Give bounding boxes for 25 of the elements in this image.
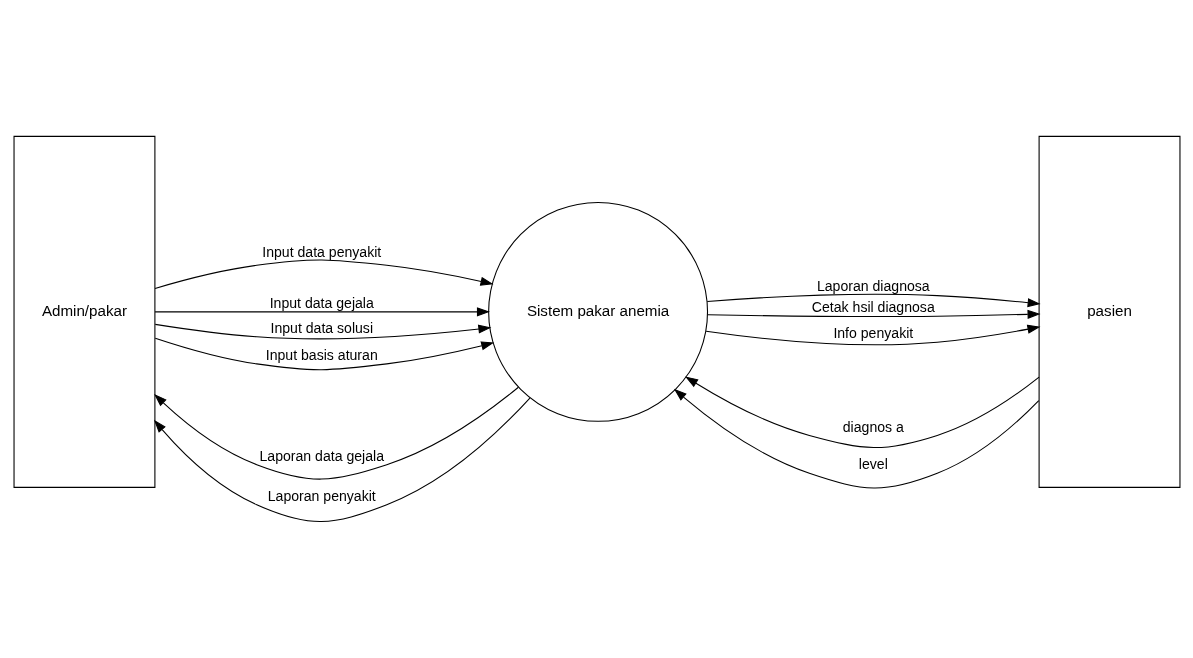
arrow (154, 307, 490, 317)
arrow (154, 259, 493, 289)
node-box: pasien (1038, 135, 1180, 488)
edge-label: Laporan data gejala (259, 447, 384, 464)
edge-label: diagnos a (842, 418, 904, 435)
edge-label: Info penyakit (832, 325, 913, 342)
node-box: Admin/pakar (13, 135, 155, 488)
arrow (153, 397, 530, 523)
edge-label: Input data solusi (270, 319, 373, 336)
edge-label: Laporan penyakit (267, 487, 376, 504)
arrow (706, 309, 1041, 319)
arrow (154, 337, 494, 371)
edge-label: Input data penyakit (261, 244, 381, 261)
arrow (673, 388, 1039, 489)
edge-label: Input data gejala (269, 294, 374, 311)
arrow (706, 293, 1041, 308)
edge-label: Input basis aturan (265, 346, 378, 363)
arrow (154, 323, 491, 340)
arrow (153, 386, 519, 480)
edge-label: level (858, 456, 888, 473)
arrow (705, 324, 1040, 346)
edge-label: Cetak hsil diagnosa (811, 299, 935, 316)
node-circle: Sistem pakar anemia (487, 201, 708, 422)
edge-label: Laporan diagnosa (816, 277, 930, 294)
arrow (684, 376, 1040, 449)
